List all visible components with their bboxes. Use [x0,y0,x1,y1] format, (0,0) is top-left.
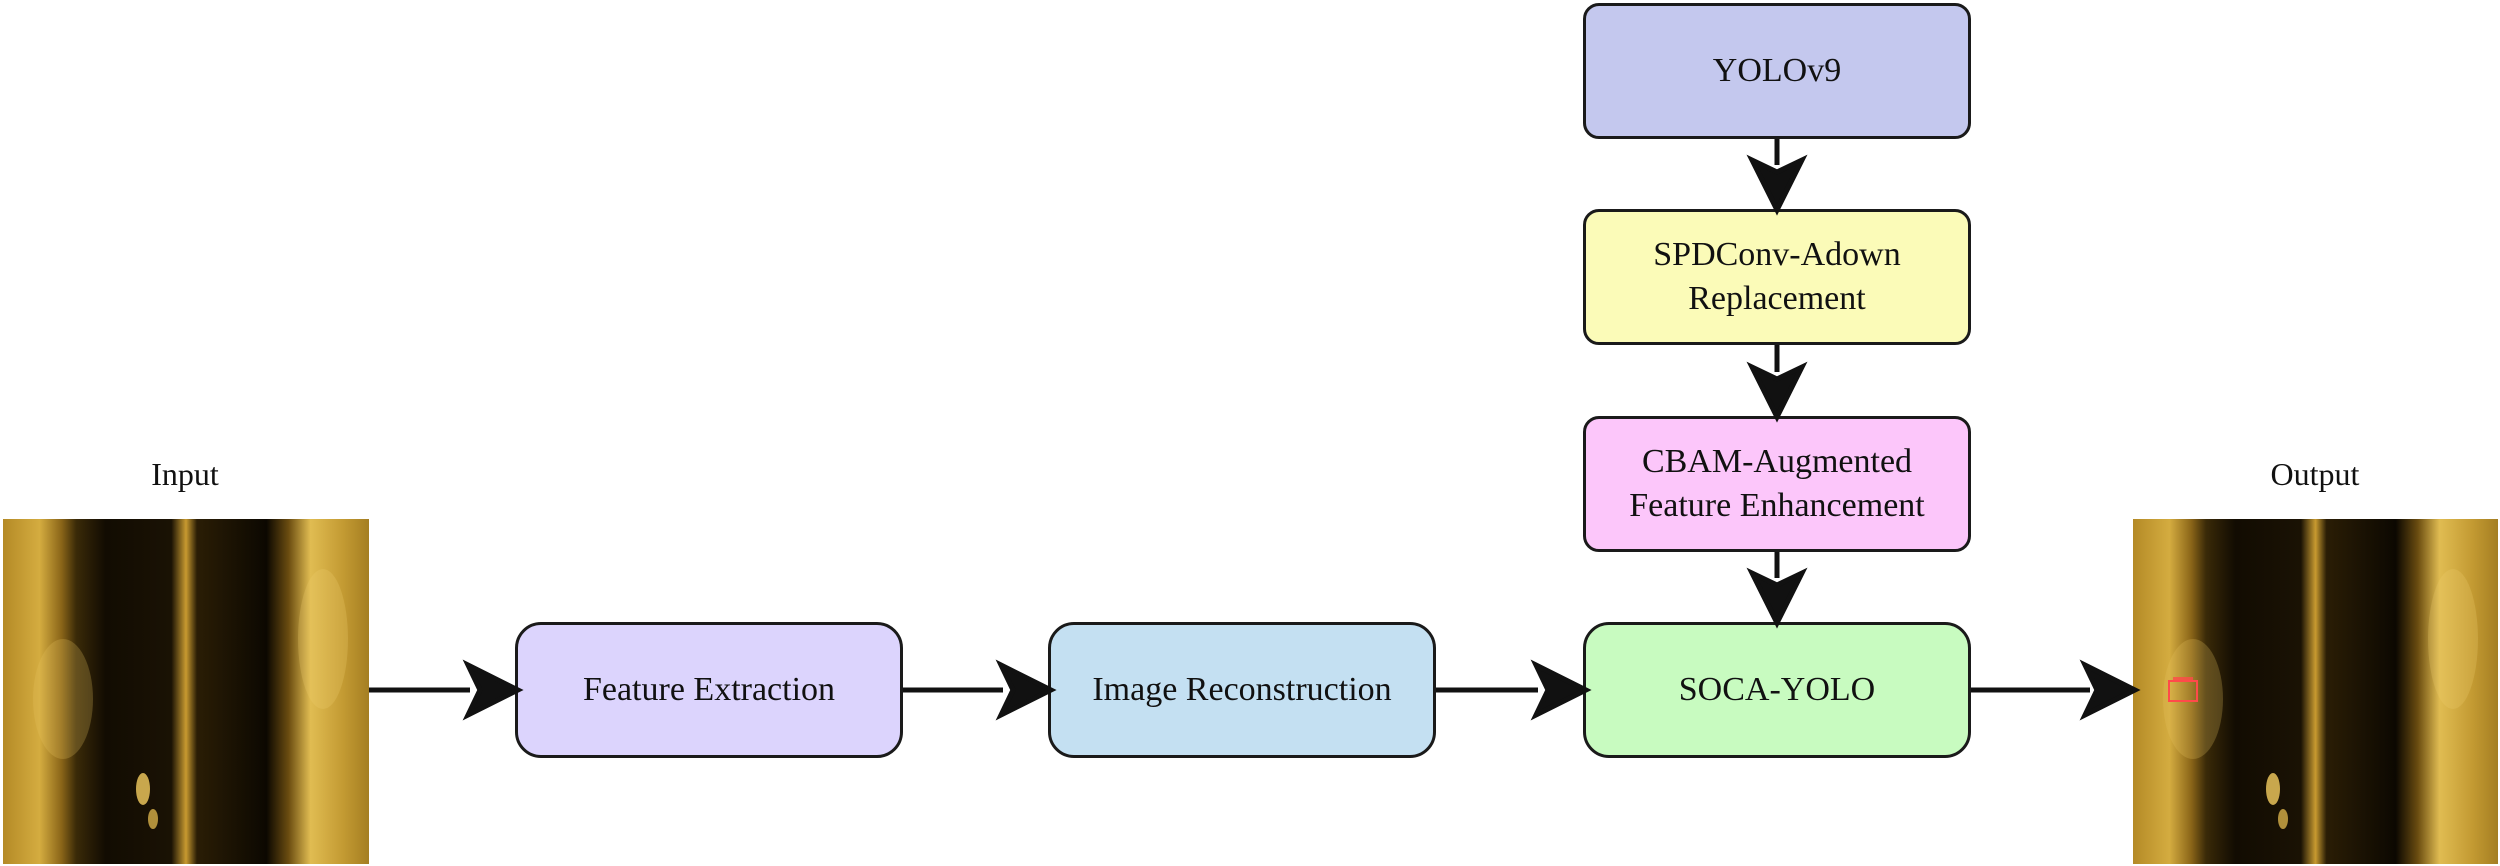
cbam-label: CBAM-Augmented Feature Enhancement [1629,443,1925,524]
input-sonar-graphic [3,519,369,864]
feature-extraction-box: Feature Extraction [515,622,903,758]
spdconv-box: SPDConv-Adown Replacement [1583,209,1971,345]
output-sonar-image [2133,519,2498,864]
output-sonar-graphic [2133,519,2498,864]
soca-yolo-label: SOCA-YOLO [1678,671,1876,708]
yolov9-box: YOLOv9 [1583,3,1971,139]
cbam-box: CBAM-Augmented Feature Enhancement [1583,416,1971,552]
yolov9-label: YOLOv9 [1712,52,1842,89]
image-reconstruction-label: Image Reconstruction [1092,671,1392,708]
input-sonar-image [3,519,369,864]
soca-yolo-box: SOCA-YOLO [1583,622,1971,758]
image-reconstruction-box: Image Reconstruction [1048,622,1436,758]
spdconv-label: SPDConv-Adown Replacement [1653,236,1901,317]
feature-extraction-label: Feature Extraction [582,671,836,708]
output-caption: Output [2270,456,2360,492]
input-caption: Input [151,456,219,492]
